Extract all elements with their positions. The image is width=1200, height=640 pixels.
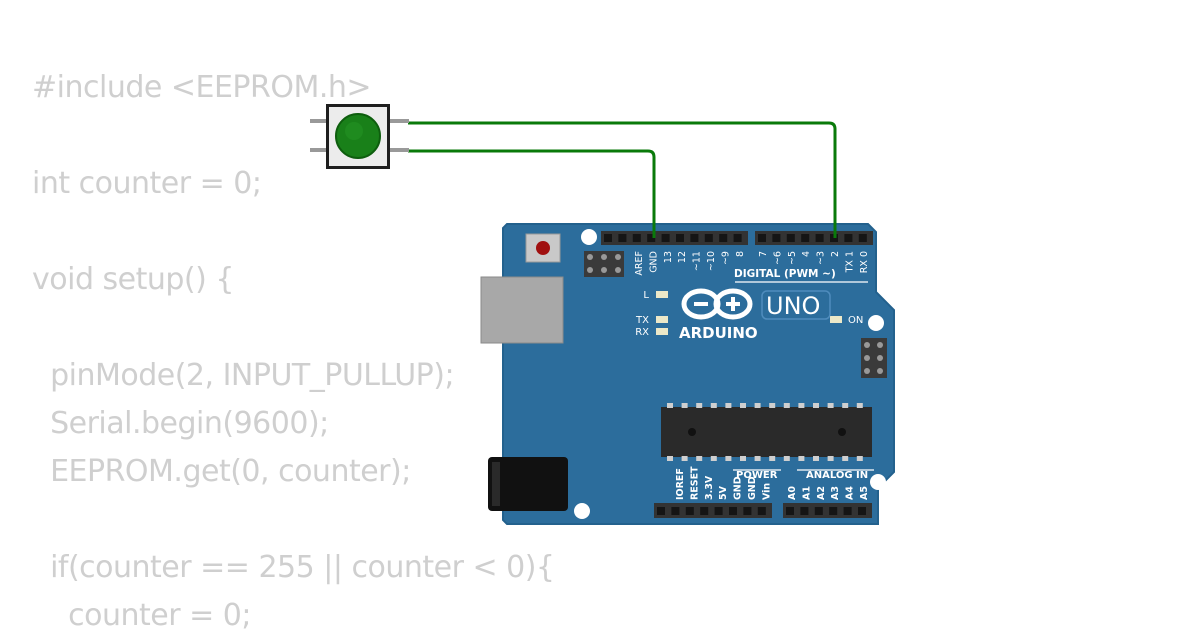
pin-label: Vin	[761, 483, 772, 500]
power-label: POWER	[736, 470, 778, 481]
pin-label: 7	[758, 251, 769, 257]
pin-label: GND	[648, 251, 659, 273]
pin-label: RESET	[689, 466, 700, 500]
pin-label: A4	[845, 486, 856, 500]
pin-label: GND	[733, 476, 744, 500]
pin-label: AREF	[634, 251, 645, 276]
pin-label: A3	[830, 486, 841, 500]
push-button[interactable]	[310, 104, 409, 169]
mounting-hole	[868, 315, 884, 331]
code-line: pinMode(2, INPUT_PULLUP);	[32, 358, 455, 393]
pin-label: ~3	[816, 251, 827, 265]
svg-text:ON: ON	[848, 315, 863, 326]
icsp-header-small	[584, 251, 624, 277]
digital-pin-headers	[601, 231, 873, 245]
model-label: UNO	[766, 292, 820, 320]
pin-label: 4	[801, 251, 812, 257]
svg-text:L: L	[643, 290, 649, 301]
pin-label: ~5	[787, 251, 798, 265]
pin-label: 13	[663, 251, 674, 263]
pin-label: ~9	[720, 251, 731, 265]
status-leds: L TX RX ON	[635, 290, 863, 338]
mounting-hole	[870, 474, 886, 490]
code-line: if(counter == 255 || counter < 0){	[32, 550, 555, 585]
pin-label: ~6	[772, 251, 783, 265]
code-line: #include <EEPROM.h>	[32, 70, 372, 105]
pin-label: IOREF	[675, 468, 686, 500]
atmega-chip	[661, 403, 872, 461]
svg-text:ARDUINO: ARDUINO	[679, 324, 758, 342]
pin-label: 2	[830, 251, 841, 257]
code-line: counter = 0;	[32, 598, 251, 633]
mounting-hole	[574, 503, 590, 519]
reset-button[interactable]	[525, 233, 561, 263]
code-line: void setup() {	[32, 262, 234, 297]
code-line: EEPROM.get(0, counter);	[32, 454, 411, 489]
pin-label: A0	[787, 486, 798, 500]
wire-to-pin-2[interactable]	[408, 121, 837, 238]
arduino-logo: ARDUINO	[679, 288, 758, 342]
usb-connector	[480, 276, 564, 344]
code-line: int counter = 0;	[32, 166, 262, 201]
power-analog-headers	[654, 503, 872, 518]
button-cap[interactable]	[335, 113, 381, 159]
pin-label: 12	[677, 251, 688, 263]
svg-text:RX: RX	[635, 327, 649, 338]
digital-label: DIGITAL (PWM ~)	[734, 268, 836, 280]
pin-label: A1	[801, 486, 812, 500]
pin-label: ~11	[692, 251, 703, 271]
dc-power-jack	[488, 457, 568, 511]
mounting-hole	[581, 229, 597, 245]
svg-text:TX: TX	[635, 315, 649, 326]
code-listing: #include <EEPROM.h> int counter = 0; void …	[32, 64, 555, 640]
pin-label: 8	[735, 251, 746, 257]
pin-label: TX 1	[844, 251, 855, 273]
pin-label: 5V	[718, 485, 729, 500]
pin-label: A2	[816, 486, 827, 500]
icsp-header-right	[861, 338, 887, 378]
wire-to-gnd[interactable]	[408, 149, 656, 238]
pin-label: ~10	[706, 251, 717, 271]
pin-label: GND	[747, 476, 758, 500]
analog-label: ANALOG IN	[806, 470, 868, 481]
pin-label: RX 0	[859, 251, 870, 273]
pin-label: 3.3V	[704, 475, 715, 500]
code-line: Serial.begin(9600);	[32, 406, 329, 441]
pin-label: A5	[859, 486, 870, 500]
